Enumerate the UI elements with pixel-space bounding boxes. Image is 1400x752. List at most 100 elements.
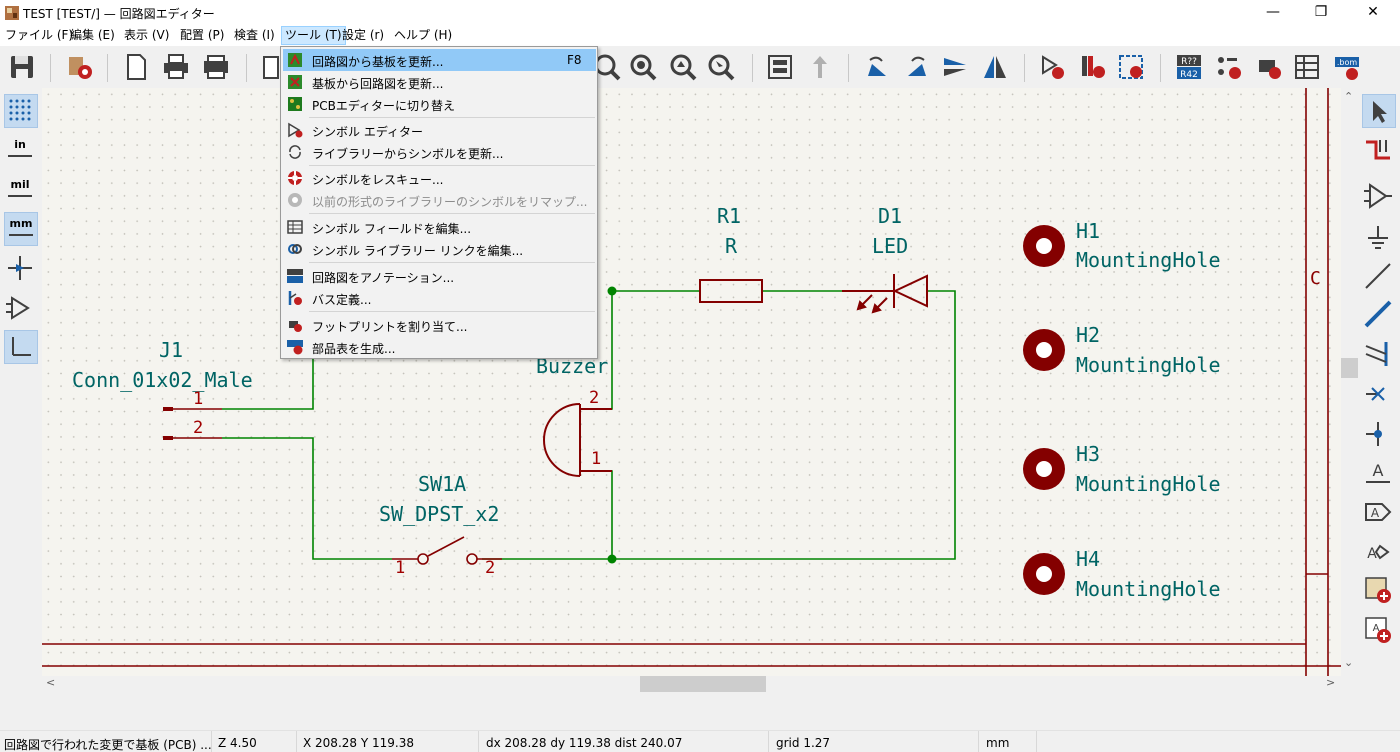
scroll-left-icon[interactable]: < (46, 676, 56, 689)
import-sheet-pin-icon[interactable]: A (1362, 614, 1396, 648)
highlight-net-icon[interactable] (1362, 134, 1396, 168)
symbol-editor-icon[interactable] (1038, 52, 1068, 82)
svg-text:R??: R?? (1181, 57, 1197, 67)
menu-edit[interactable]: 編集 (E) (70, 28, 115, 42)
units-inches-button[interactable]: in (8, 138, 32, 157)
vertical-scroll-thumb[interactable] (1341, 358, 1358, 378)
paste-icon[interactable] (258, 52, 288, 82)
zoom-selection-icon[interactable] (706, 52, 736, 82)
save-icon[interactable] (7, 52, 37, 82)
cursor-crosshair-icon[interactable] (4, 252, 38, 286)
assign-footprint-icon[interactable] (1254, 52, 1284, 82)
menu-place[interactable]: 配置 (P) (180, 28, 225, 42)
plot-icon[interactable] (201, 52, 231, 82)
svg-text:A: A (1373, 461, 1384, 480)
menu-item-update-symbols[interactable]: ライブラリーからシンボルを更新... (283, 141, 596, 163)
symbol-browser-icon[interactable] (1078, 52, 1108, 82)
menu-view[interactable]: 表示 (V) (124, 28, 170, 42)
h3-value: MountingHole (1076, 472, 1221, 496)
menu-item-remap-symbols: 以前の形式のライブラリーのシンボルをリマップ... (283, 189, 596, 211)
edit-fields-icon[interactable] (1292, 52, 1322, 82)
menu-inspect[interactable]: 検査 (I) (234, 28, 275, 42)
add-hierarchical-label-icon[interactable]: A (1362, 536, 1396, 570)
schematic-setup-icon[interactable] (65, 52, 95, 82)
menu-item-edit-library-links[interactable]: シンボル ライブラリー リンクを編集... (283, 238, 596, 260)
annotate-icon (287, 269, 303, 283)
annotate-icon[interactable]: R??R42 (1174, 52, 1204, 82)
menu-item-annotate[interactable]: 回路図をアノテーション... (283, 265, 596, 287)
hierarchy-navigator-icon[interactable] (765, 52, 795, 82)
schematic-drawing (42, 88, 1341, 676)
add-label-icon[interactable]: A (1362, 456, 1396, 490)
rotate-ccw-icon[interactable] (862, 52, 892, 82)
menu-item-update-schematic[interactable]: 基板から回路図を更新... (283, 71, 596, 93)
frame-zone-label: C (1310, 268, 1321, 289)
select-tool-icon[interactable] (1362, 94, 1396, 128)
j1-value: Conn_01x02_Male (72, 368, 253, 392)
menu-item-symbol-editor[interactable]: シンボル エディター (283, 119, 596, 141)
line-mode-icon[interactable] (4, 330, 38, 364)
add-bus-icon[interactable] (1362, 298, 1396, 332)
menu-item-edit-symbol-fields[interactable]: シンボル フィールドを編集... (283, 216, 596, 238)
maximize-icon[interactable]: ❐ (1314, 4, 1328, 20)
grid-toggle-icon[interactable] (4, 94, 38, 128)
refresh-icon (289, 145, 301, 159)
h1-value: MountingHole (1076, 248, 1221, 272)
menu-file[interactable]: ファイル (F) (5, 28, 74, 42)
horizontal-scrollbar[interactable]: < > (42, 676, 1341, 692)
menu-item-bus-definitions[interactable]: バス定義... (283, 287, 596, 309)
sw1a-ref: SW1A (418, 472, 467, 496)
units-mm-button[interactable]: mm (4, 212, 38, 246)
add-symbol-icon[interactable] (1362, 180, 1396, 214)
status-grid: grid 1.27 (776, 736, 831, 750)
svg-text:.bom: .bom (1337, 58, 1358, 67)
buzzer-pin1: 1 (591, 449, 602, 469)
menu-help[interactable]: ヘルプ (H) (394, 28, 453, 42)
status-zoom: Z 4.50 (218, 736, 257, 750)
status-units: mm (986, 736, 1010, 750)
units-mils-button[interactable]: mil (8, 178, 32, 197)
add-power-icon[interactable] (1362, 222, 1396, 256)
erc-icon[interactable] (1214, 52, 1244, 82)
close-icon[interactable]: ✕ (1367, 4, 1379, 20)
print-icon[interactable] (161, 52, 191, 82)
r1-value: R (725, 234, 738, 258)
update-pcb-icon[interactable] (1116, 52, 1146, 82)
menu-item-update-pcb[interactable]: 回路図から基板を更新... F8 (283, 49, 596, 71)
add-sheet-icon[interactable] (1362, 574, 1396, 608)
hidden-pins-icon[interactable] (4, 292, 38, 326)
scroll-down-icon[interactable]: ⌄ (1344, 656, 1354, 669)
menu-preferences[interactable]: 設定 (r) (342, 28, 385, 42)
sw1a-pin1: 1 (395, 558, 406, 578)
scroll-right-icon[interactable]: > (1326, 676, 1336, 689)
minimize-icon[interactable]: — (1266, 4, 1280, 20)
menu-tools[interactable]: ツール (T) (281, 26, 346, 45)
title-bar: TEST [TEST/] — 回路図エディター — ❐ ✕ (0, 0, 1400, 26)
leave-sheet-icon[interactable] (805, 52, 835, 82)
mirror-vertical-icon[interactable] (940, 52, 970, 82)
menu-item-switch-pcb-editor[interactable]: PCBエディターに切り替え (283, 93, 596, 115)
zoom-objects-icon[interactable] (668, 52, 698, 82)
zoom-fit-icon[interactable] (628, 52, 658, 82)
buzzer-pin2: 2 (589, 388, 600, 408)
add-global-label-icon[interactable]: A (1362, 496, 1396, 530)
mirror-horizontal-icon[interactable] (980, 52, 1010, 82)
shortcut-f8: F8 (567, 53, 582, 67)
svg-text:A: A (1371, 506, 1380, 520)
add-junction-icon[interactable] (1362, 418, 1396, 452)
vertical-scrollbar[interactable]: ⌃ ⌄ (1341, 88, 1358, 676)
menu-item-generate-bom[interactable]: 部品表を生成... (283, 336, 596, 358)
add-bus-entry-icon[interactable] (1362, 338, 1396, 372)
sw1a-pin2: 2 (485, 558, 496, 578)
horizontal-scroll-thumb[interactable] (640, 676, 766, 692)
new-page-icon[interactable] (121, 52, 151, 82)
menu-item-assign-footprints[interactable]: フットプリントを割り当て... (283, 314, 596, 336)
menu-item-rescue-symbols[interactable]: シンボルをレスキュー... (283, 167, 596, 189)
bom-icon[interactable]: .bom (1332, 52, 1362, 82)
schematic-canvas[interactable]: J1 Conn_01x02_Male 1 2 R1 R D1 LED Buzze… (42, 88, 1341, 676)
scroll-up-icon[interactable]: ⌃ (1344, 90, 1354, 103)
rotate-cw-icon[interactable] (902, 52, 932, 82)
no-connect-icon[interactable] (1362, 378, 1396, 412)
add-wire-icon[interactable] (1362, 260, 1396, 294)
status-coords: X 208.28 Y 119.38 (303, 736, 414, 750)
